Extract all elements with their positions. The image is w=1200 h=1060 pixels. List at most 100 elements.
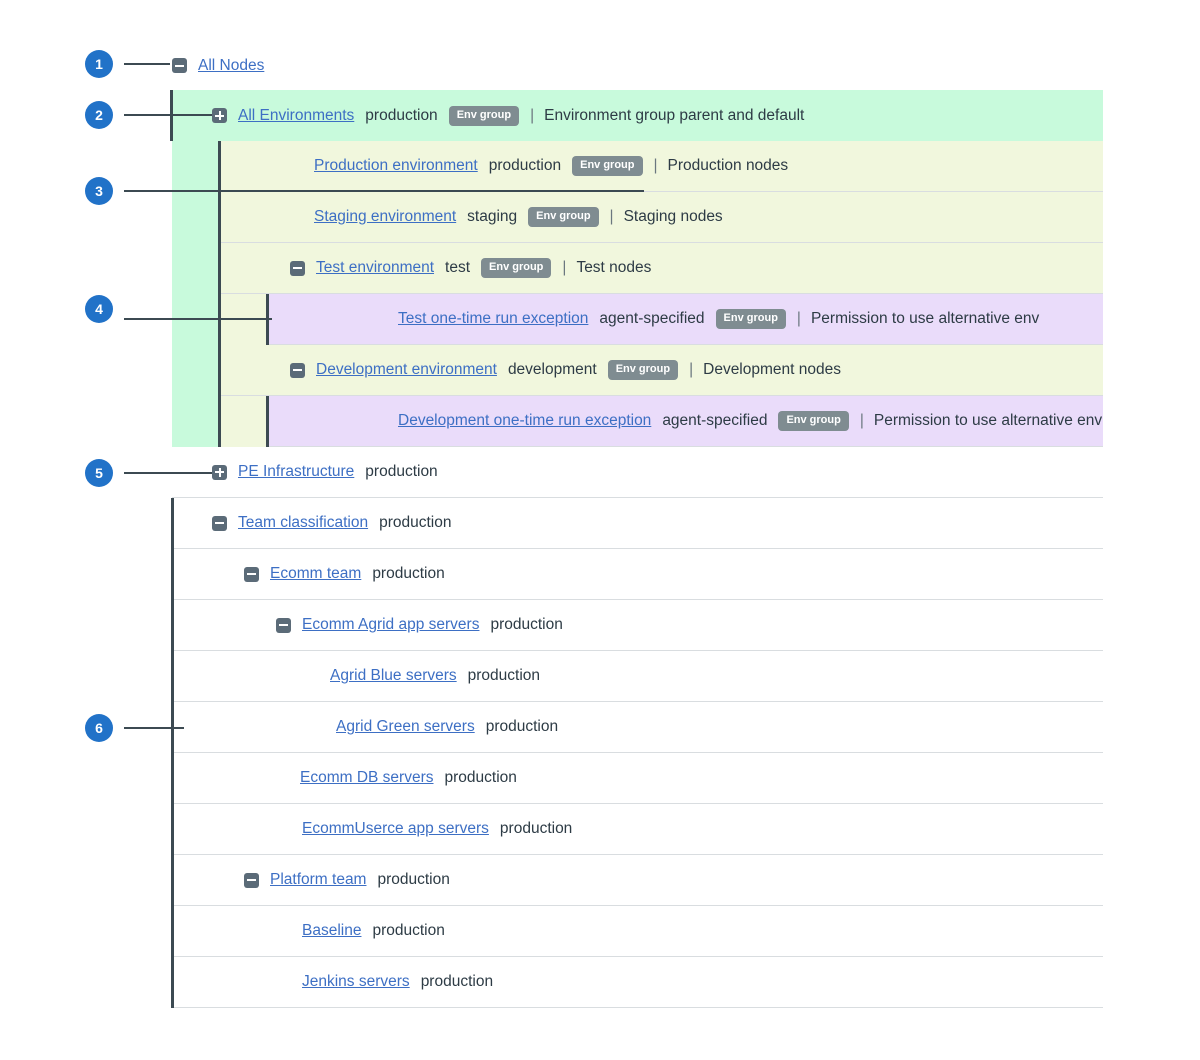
node-group-link[interactable]: Development one-time run exception <box>398 412 652 429</box>
tree-row-content: Development environment development Env gr… <box>290 360 841 380</box>
node-group-link[interactable]: EcommUserce app servers <box>302 820 489 837</box>
node-group-link[interactable]: Platform team <box>270 871 367 888</box>
env-group-badge: Env group <box>448 105 520 126</box>
callout-badge: 1 <box>85 50 113 78</box>
environment-name: production <box>444 769 517 786</box>
tree-row[interactable]: Agrid Blue servers production <box>172 651 1103 702</box>
callout-badge: 3 <box>85 177 113 205</box>
env-group-badge: Env group <box>528 207 599 227</box>
callout-leader-line <box>124 63 170 65</box>
node-group-link[interactable]: Jenkins servers <box>302 973 410 990</box>
tree-rule-level3-dev <box>266 396 269 447</box>
tree-row[interactable]: All Nodes <box>172 40 1103 91</box>
collapse-minus-icon[interactable] <box>290 260 305 276</box>
expand-plus-icon[interactable] <box>212 464 227 480</box>
tree-row-content: Agrid Green servers production <box>336 718 569 736</box>
tree-row[interactable]: Ecomm Agrid app servers production <box>172 600 1103 651</box>
callout-leader-line <box>124 190 644 192</box>
node-group-link[interactable]: PE Infrastructure <box>238 463 355 480</box>
callout-badge: 5 <box>85 459 113 487</box>
environment-name: production <box>372 565 445 582</box>
callout-badge: 2 <box>85 101 113 129</box>
tree-row-content: Baseline production <box>302 922 456 940</box>
collapse-minus-icon[interactable] <box>172 58 187 73</box>
node-group-link[interactable]: Ecomm team <box>270 565 362 582</box>
callout-badge: 6 <box>85 714 113 742</box>
node-group-link[interactable]: Staging environment <box>314 208 457 225</box>
environment-name: agent-specified <box>599 310 705 327</box>
tree-rule-lower-section <box>171 498 174 1008</box>
tree-row-content: Ecomm DB servers production <box>300 769 528 787</box>
green-gutter-column <box>172 141 220 447</box>
collapse-minus-icon[interactable] <box>276 617 291 633</box>
tree-row[interactable]: Baseline production <box>172 906 1103 957</box>
environment-name: production <box>490 616 563 633</box>
collapse-minus-icon[interactable] <box>212 515 227 531</box>
node-group-link[interactable]: Production environment <box>314 157 478 174</box>
pipe-separator: | <box>530 106 535 124</box>
node-group-link[interactable]: Ecomm DB servers <box>300 769 434 786</box>
environment-name: production <box>467 667 541 684</box>
node-group-link[interactable]: Test environment <box>316 259 435 276</box>
node-description: Development nodes <box>703 361 841 378</box>
collapse-minus-icon[interactable] <box>244 566 259 582</box>
tree-row-content: Ecomm Agrid app servers production <box>276 616 574 634</box>
node-description: Staging nodes <box>623 208 723 225</box>
node-description: Production nodes <box>667 157 789 174</box>
environment-name: agent-specified <box>662 412 768 429</box>
node-group-link[interactable]: All Nodes <box>198 56 265 74</box>
node-group-link[interactable]: All Environments <box>238 106 355 124</box>
tree-row[interactable]: Agrid Green servers production <box>172 702 1103 753</box>
node-group-link[interactable]: Test one-time run exception <box>398 310 589 327</box>
tree-row[interactable]: Production environment production Env grou… <box>220 141 1103 192</box>
tree-row[interactable]: Test one-time run exception agent-specifi… <box>268 294 1103 345</box>
collapse-minus-icon[interactable] <box>290 362 305 378</box>
expand-plus-icon[interactable] <box>212 108 227 123</box>
tree-row[interactable]: Ecomm team production <box>172 549 1103 600</box>
pipe-separator: | <box>689 361 694 378</box>
collapse-minus-icon[interactable] <box>244 872 259 888</box>
tree-row-content: Ecomm team production <box>244 565 456 583</box>
node-group-link[interactable]: Development environment <box>316 361 497 378</box>
environment-name: production <box>372 922 445 939</box>
env-group-badge: Env group <box>572 156 643 176</box>
environment-name: production <box>485 718 559 735</box>
environment-name: production <box>365 106 438 124</box>
tree-row-content: Agrid Blue servers production <box>330 667 551 685</box>
node-description: Permission to use alternative env <box>873 412 1103 429</box>
node-description: Test nodes <box>576 259 652 276</box>
pipe-separator: | <box>562 259 567 276</box>
node-group-link[interactable]: Baseline <box>302 922 362 939</box>
node-group-link[interactable]: Agrid Green servers <box>336 718 475 735</box>
tree-row[interactable]: Ecomm DB servers production <box>172 753 1103 804</box>
tree-row[interactable]: Development one-time run exception agent-… <box>268 396 1103 447</box>
node-group-link[interactable]: Agrid Blue servers <box>330 667 457 684</box>
env-group-badge: Env group <box>607 360 679 380</box>
tree-row-content: Development one-time run exception agent-… <box>398 411 1102 431</box>
callout-leader-line <box>124 114 212 116</box>
node-group-link[interactable]: Team classification <box>238 514 369 531</box>
environment-name: development <box>507 361 597 378</box>
environment-name: production <box>488 157 562 174</box>
tree-row-content: All Nodes <box>172 57 275 75</box>
node-group-link[interactable]: Ecomm Agrid app servers <box>302 616 480 633</box>
pipe-separator: | <box>796 310 801 327</box>
pipe-separator: | <box>609 208 614 225</box>
tree-row[interactable]: Development environment development Env gr… <box>220 345 1103 396</box>
env-group-badge: Env group <box>778 411 849 431</box>
